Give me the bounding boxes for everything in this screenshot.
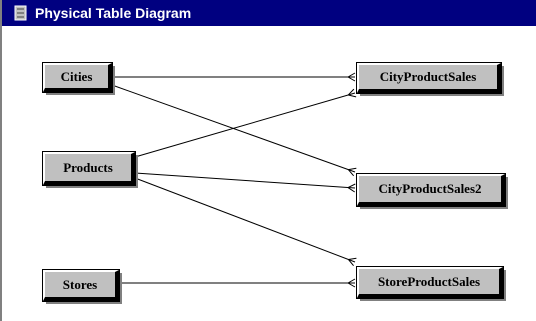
join-line-products-cityproductsales2[interactable] — [134, 172, 356, 193]
table-label-storeproductsales: StoreProductSales — [377, 273, 481, 289]
table-node-cities[interactable]: Cities — [42, 62, 113, 93]
table-label-cities: Cities — [60, 68, 93, 84]
table-node-stores[interactable]: Stores — [42, 269, 120, 302]
table-node-cityproductsales2[interactable]: CityProductSales2 — [356, 173, 506, 207]
window-title: Physical Table Diagram — [35, 5, 192, 21]
title-bar[interactable]: Physical Table Diagram — [2, 0, 536, 26]
table-label-stores: Stores — [62, 276, 98, 292]
table-label-cityproductsales: CityProductSales — [379, 69, 477, 84]
table-label-products: Products — [63, 159, 113, 175]
table-node-cityproductsales[interactable]: CityProductSales — [356, 62, 502, 94]
diagram-canvas[interactable]: Cities Products Stores CityProductSales … — [2, 26, 536, 321]
table-label-cityproductsales2: CityProductSales2 — [378, 181, 482, 196]
join-lines-layer — [111, 72, 357, 288]
join-line-cities-cityproductsales[interactable] — [112, 72, 356, 82]
table-node-products[interactable]: Products — [42, 151, 136, 186]
diagram-icon — [14, 5, 27, 21]
join-line-cities-cityproductsales2[interactable] — [111, 84, 357, 177]
join-line-stores-storeproductsales[interactable] — [119, 278, 356, 288]
join-line-products-cityproductsales[interactable] — [134, 88, 357, 158]
table-node-storeproductsales[interactable]: StoreProductSales — [356, 266, 504, 299]
join-line-products-storeproductsales[interactable] — [134, 177, 357, 267]
